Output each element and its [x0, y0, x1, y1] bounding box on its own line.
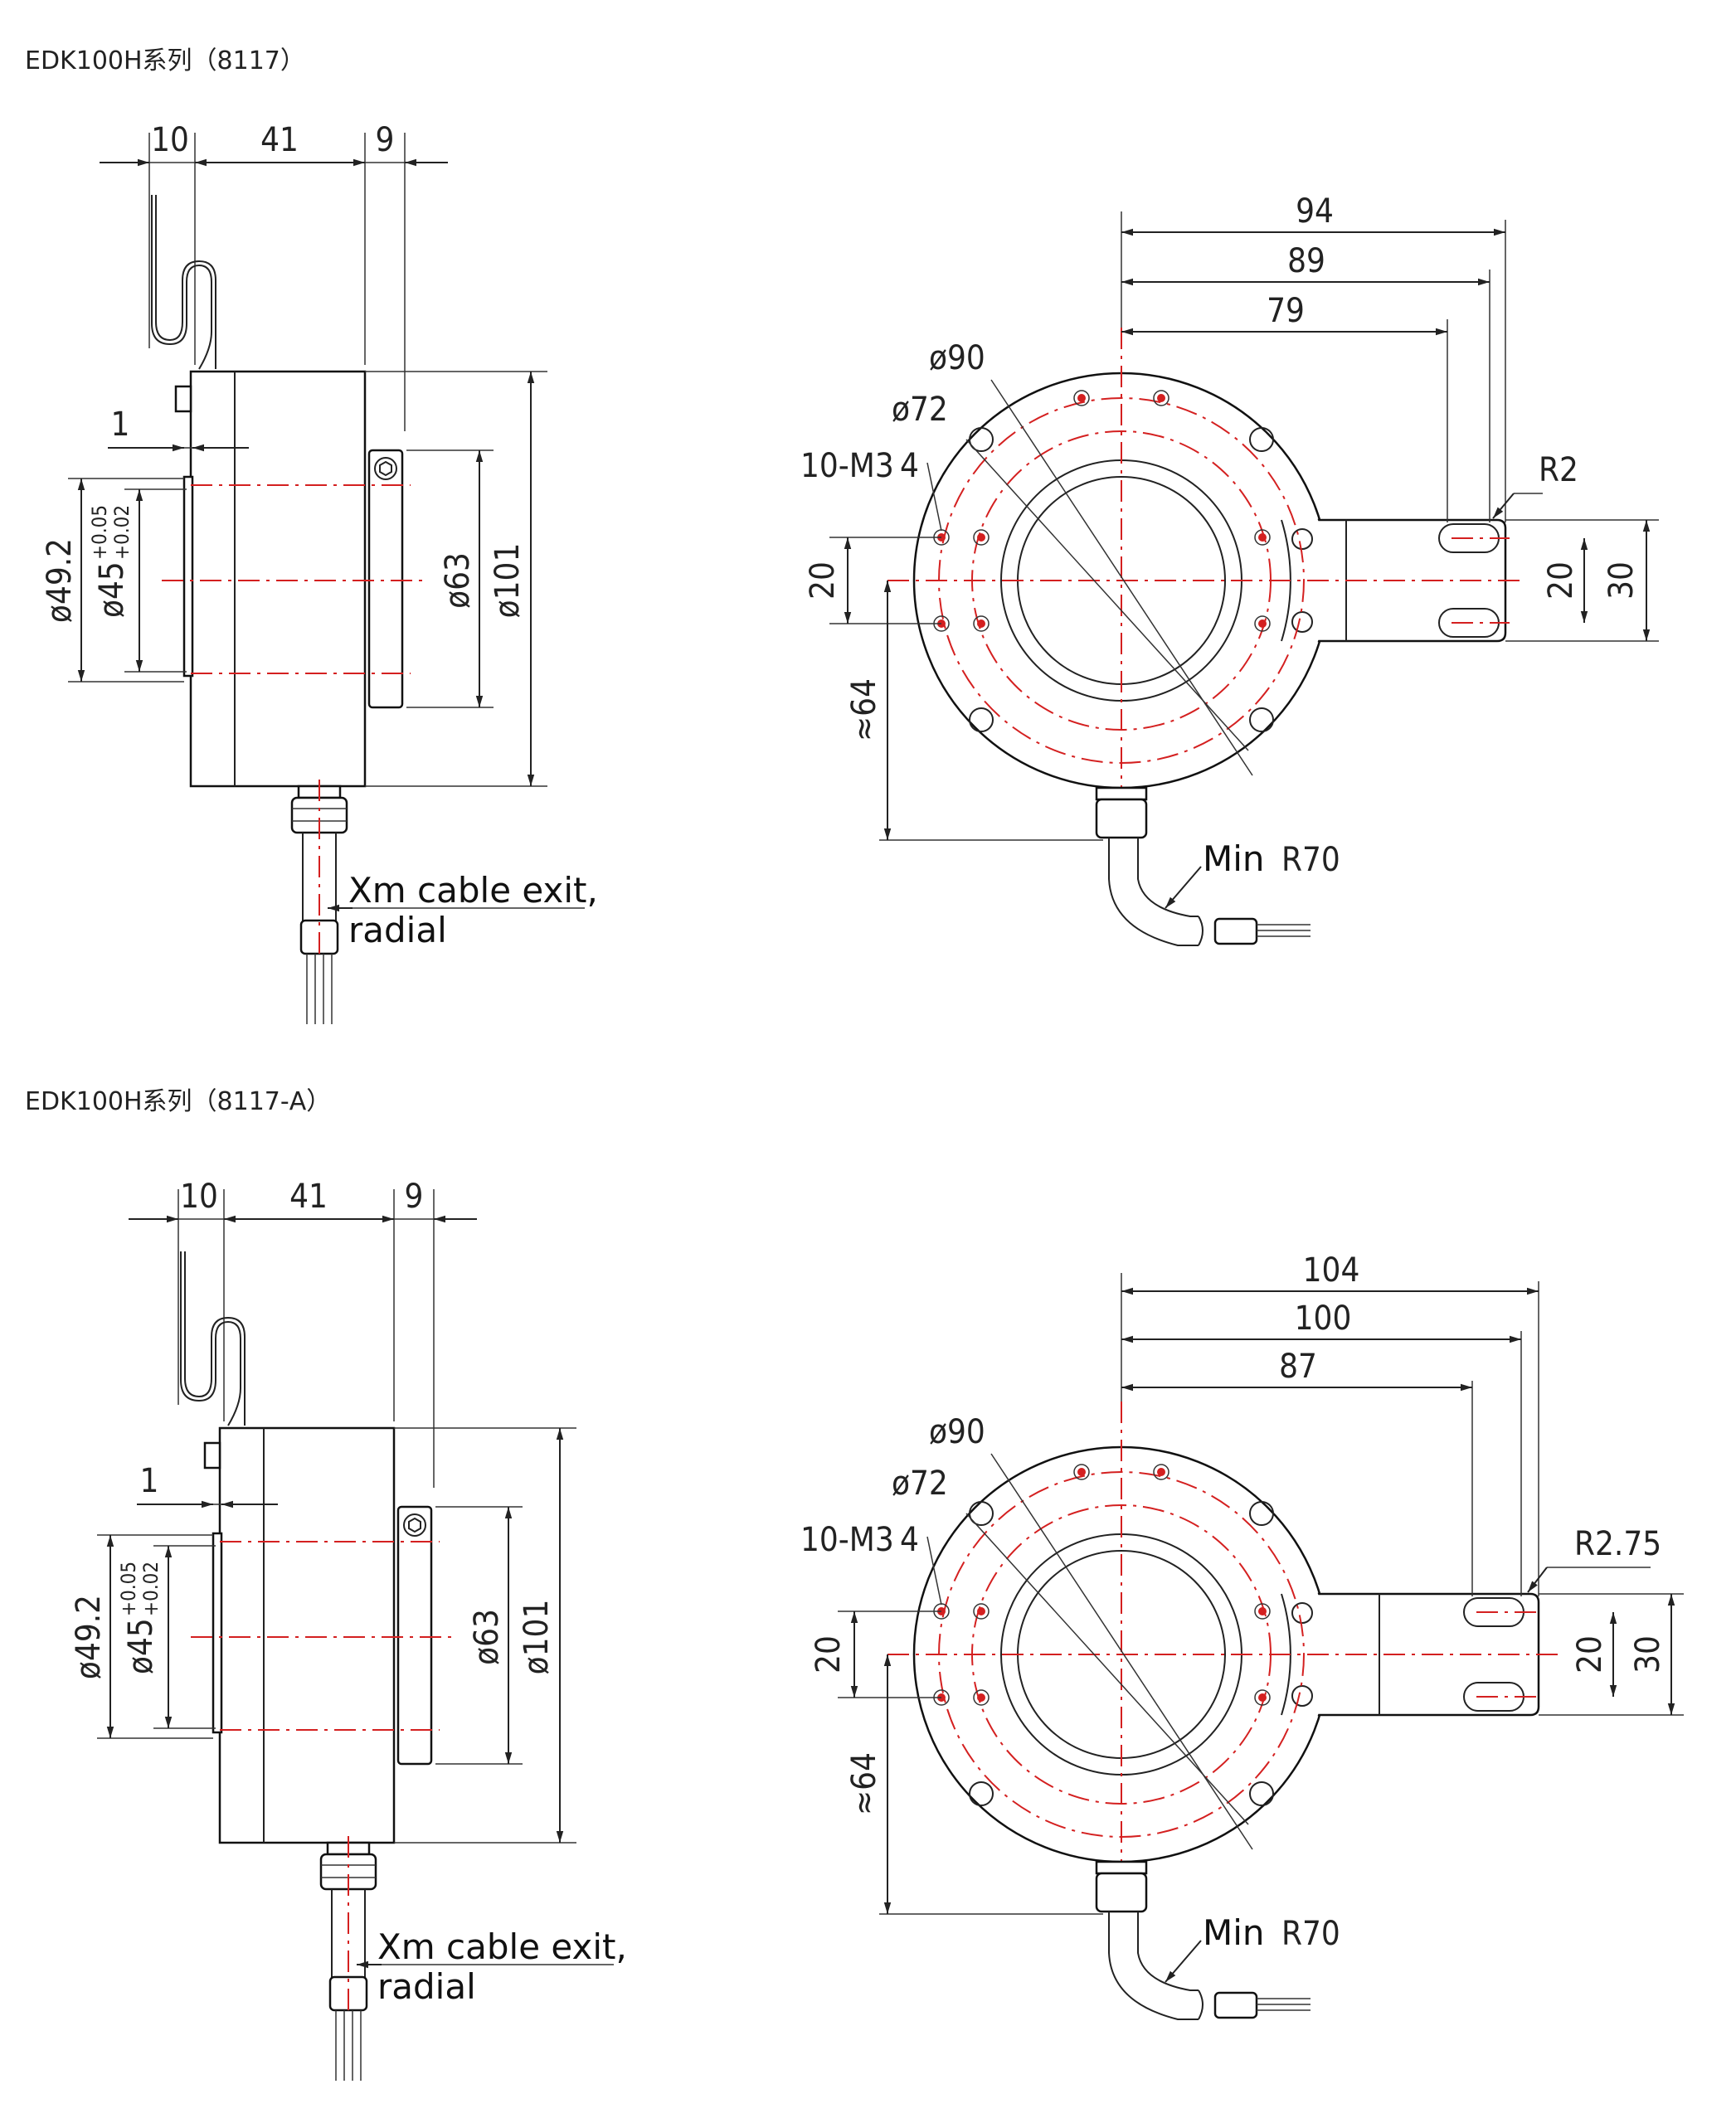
bend-label-value: R70	[1281, 1915, 1340, 1953]
bend-label-prefix: Min	[1203, 838, 1265, 879]
cable-label-line1: Xm cable exit,	[348, 870, 598, 911]
dim-64: ≈64	[845, 1752, 883, 1815]
cable-label-line1: Xm cable exit,	[377, 1926, 627, 1967]
bend-label-prefix: Min	[1203, 1912, 1265, 1953]
screw-head	[203, 1441, 221, 1470]
dim-100: 100	[1295, 1300, 1352, 1338]
side-view: 10 41 9 1 ø49.2 ø45 +0.05 +0.02 ø63	[70, 1178, 627, 2081]
dim-30: 30	[1629, 1635, 1667, 1674]
side-view: 10 41 9 1 ø49.2 ø45 +0.05	[41, 121, 598, 1024]
front-view: ø90 ø72 10-M3 4 94 89 79 R2 20 30 20	[800, 192, 1659, 946]
dim-radius: R2.75	[1574, 1525, 1661, 1563]
housing-body	[218, 1426, 396, 1844]
dim-64: ≈64	[845, 678, 883, 741]
dim-10: 10	[180, 1178, 218, 1216]
dim-d45-tol-lower: +0.02	[110, 505, 134, 560]
dim-d49-2: ø49.2	[41, 538, 79, 623]
cable-gland-front	[1095, 798, 1148, 839]
dim-d45: ø45	[93, 561, 131, 618]
dim-41: 41	[289, 1178, 328, 1216]
dim-20-right: 20	[1542, 561, 1580, 600]
dim-41: 41	[260, 121, 299, 159]
screw-head	[174, 385, 192, 413]
cable-gland-front	[1095, 1872, 1148, 1913]
dim-d45-tol-upper: +0.05	[117, 1562, 140, 1616]
dim-d90: ø90	[929, 1413, 985, 1451]
clamp-bar	[367, 449, 404, 709]
dim-radius: R2	[1539, 451, 1578, 489]
dim-10: 10	[151, 121, 189, 159]
dim-d90: ø90	[929, 339, 985, 377]
dim-89: 89	[1287, 242, 1325, 280]
section-title: EDK100H系列（8117-A）	[25, 1087, 332, 1116]
dim-gap: 1	[140, 1462, 159, 1500]
dim-30: 30	[1602, 561, 1641, 600]
housing-body	[189, 370, 367, 788]
drawing-8117: 10 41 9 1 ø49.2 ø45 +0.05	[41, 121, 1659, 1024]
dim-d63: ø63	[439, 552, 477, 609]
dim-79: 79	[1267, 292, 1305, 330]
front-view: ø90 ø72 10-M3 4 104 100 87 R2.75 20 30 2…	[800, 1251, 1684, 2020]
dim-d45-tol-lower: +0.02	[139, 1562, 163, 1616]
dim-87: 87	[1279, 1348, 1317, 1386]
clamp-bar	[396, 1505, 433, 1766]
dim-holes-depth: 4	[900, 447, 919, 485]
section-title: EDK100H系列（8117）	[25, 46, 305, 75]
dim-104: 104	[1303, 1251, 1360, 1290]
dim-holes: 10-M3	[800, 447, 894, 485]
dim-20-left: 20	[810, 1635, 848, 1674]
dim-d72: ø72	[892, 1465, 948, 1503]
dim-d49-2: ø49.2	[70, 1595, 108, 1679]
cable-label-line2: radial	[348, 910, 447, 950]
cable-label-line2: radial	[377, 1966, 476, 2007]
dim-20-right: 20	[1571, 1635, 1609, 1674]
dim-20-left: 20	[804, 561, 842, 600]
dim-d72: ø72	[892, 391, 948, 429]
dim-d45: ø45	[122, 1618, 160, 1674]
bend-label-value: R70	[1281, 841, 1340, 879]
dim-94: 94	[1296, 192, 1334, 231]
mounting-ear	[1280, 1592, 1540, 1717]
dim-gap: 1	[111, 406, 130, 444]
dim-d101: ø101	[518, 1600, 556, 1675]
dim-9: 9	[405, 1178, 424, 1216]
dim-d45-tol-upper: +0.05	[88, 505, 111, 560]
dim-d101: ø101	[489, 543, 527, 619]
dim-9: 9	[376, 121, 395, 159]
dim-holes: 10-M3	[800, 1521, 894, 1559]
dim-holes-depth: 4	[900, 1521, 919, 1559]
drawing-8117-a: 10 41 9 1 ø49.2 ø45 +0.05 +0.02 ø63	[70, 1178, 1684, 2081]
dim-d63: ø63	[468, 1609, 506, 1665]
